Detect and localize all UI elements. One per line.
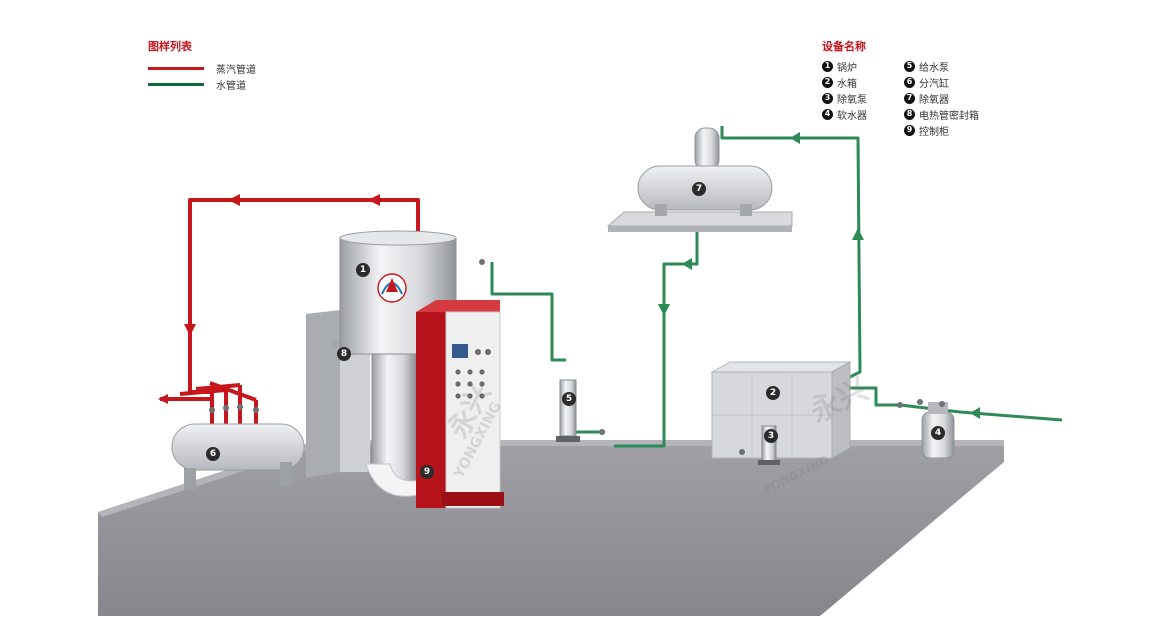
number-badge: 5 bbox=[904, 60, 915, 72]
number-badge: 6 bbox=[904, 76, 915, 88]
equipment-item: 7 除氧器 bbox=[904, 90, 986, 106]
marker-control-cabinet: 9 bbox=[420, 465, 434, 479]
equipment-item: 3 除氧泵 bbox=[822, 90, 904, 106]
legend-item-water: 水管道 bbox=[148, 76, 348, 92]
water-flow-arrows bbox=[658, 132, 980, 419]
floor-slab bbox=[98, 440, 1004, 616]
marker-heater-seal-box: 8 bbox=[337, 347, 351, 361]
valves bbox=[209, 259, 945, 455]
equipment-item: 4 软水器 bbox=[822, 106, 904, 122]
steam-flow-arrows bbox=[158, 194, 380, 404]
equipment-label: 给水泵 bbox=[919, 62, 949, 74]
steam-line-swatch bbox=[148, 66, 204, 70]
equipment-column-left: 1 锅炉 2 水箱 3 除氧泵 4 软水器 bbox=[822, 58, 904, 138]
water-line-swatch bbox=[148, 82, 204, 86]
number-badge: 1 bbox=[822, 60, 833, 72]
number-badge: 4 bbox=[822, 108, 833, 120]
equipment-item: 1 锅炉 bbox=[822, 58, 904, 74]
number-badge: 8 bbox=[904, 108, 915, 120]
equipment-item: 2 水箱 bbox=[822, 74, 904, 90]
equipment-label: 水箱 bbox=[837, 78, 857, 90]
marker-steam-header: 6 bbox=[206, 447, 220, 461]
steam-header bbox=[171, 423, 305, 490]
equipment-item: 9 控制柜 bbox=[904, 122, 986, 138]
legend: 图样列表 蒸汽管道 水管道 bbox=[148, 38, 348, 92]
equipment-title: 设备名称 bbox=[822, 40, 866, 53]
water-pipe bbox=[490, 126, 1063, 454]
watermark-registered: ® bbox=[330, 340, 340, 351]
equipment-item: 5 给水泵 bbox=[904, 58, 986, 74]
feed-pump bbox=[556, 379, 580, 442]
marker-deaerator-pump: 3 bbox=[764, 429, 778, 443]
number-badge: 3 bbox=[822, 92, 833, 104]
marker-boiler: 1 bbox=[356, 263, 370, 277]
number-badge: 9 bbox=[904, 124, 915, 136]
equipment-label: 分汽缸 bbox=[919, 78, 949, 90]
legend-title: 图样列表 bbox=[148, 40, 192, 53]
equipment-item: 8 电热管密封箱 bbox=[904, 106, 986, 122]
equipment-label: 除氧泵 bbox=[837, 94, 867, 106]
control-cabinet bbox=[416, 300, 504, 509]
deaerator bbox=[606, 127, 793, 232]
marker-feed-pump: 5 bbox=[562, 392, 576, 406]
marker-water-softener: 4 bbox=[931, 426, 945, 440]
equipment-label: 电热管密封箱 bbox=[919, 110, 979, 122]
number-badge: 7 bbox=[904, 92, 915, 104]
marker-deaerator: 7 bbox=[692, 182, 706, 196]
equipment-item: 6 分汽缸 bbox=[904, 74, 986, 90]
equipment-label: 控制柜 bbox=[919, 126, 949, 138]
legend-label: 水管道 bbox=[216, 80, 246, 92]
equipment-label: 除氧器 bbox=[919, 94, 949, 106]
legend-item-steam: 蒸汽管道 bbox=[148, 60, 348, 76]
equipment-column-right: 5 给水泵 6 分汽缸 7 除氧器 8 电热管密封箱 9 控制柜 bbox=[904, 58, 986, 138]
brand-logo bbox=[377, 273, 407, 303]
equipment-label: 锅炉 bbox=[837, 62, 857, 74]
marker-water-tank: 2 bbox=[766, 386, 780, 400]
number-badge: 2 bbox=[822, 76, 833, 88]
equipment-label: 软水器 bbox=[837, 110, 867, 122]
legend-label: 蒸汽管道 bbox=[216, 64, 256, 76]
